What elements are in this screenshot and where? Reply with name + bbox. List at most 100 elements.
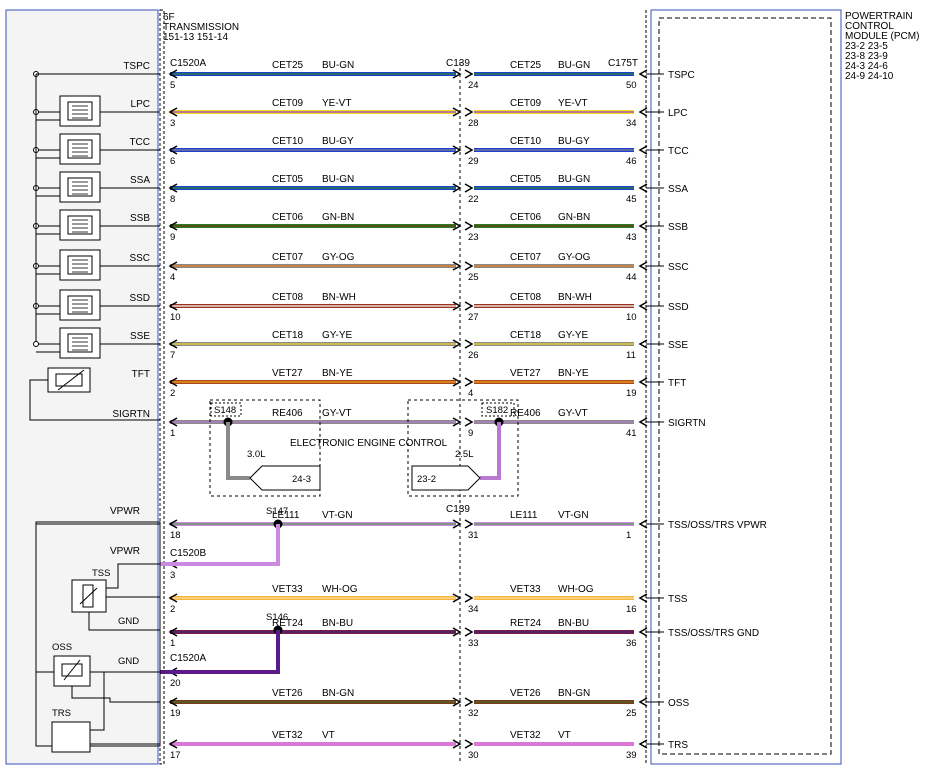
wire-color-right: BU-GY: [558, 136, 590, 147]
wire-color-left: VT: [322, 730, 335, 741]
pcm-pin-number: 36: [626, 638, 637, 649]
s148-engine-label: 3.0L: [247, 449, 266, 460]
s182-label-box: [481, 402, 515, 417]
mid-pin-number: 25: [468, 272, 479, 283]
pcm-pin-label: TFT: [668, 378, 686, 389]
wire-color-left: BU-GN: [322, 174, 354, 185]
oss-label: OSS: [52, 642, 72, 653]
pcm-pin-label: SSE: [668, 340, 688, 351]
transmission-pin-label: TSPC: [123, 61, 150, 72]
left-pin-number: 2: [170, 604, 175, 615]
solenoid-coil: [67, 177, 93, 197]
oss-arrow: [63, 659, 81, 681]
pcm-connector-arrow: [638, 301, 648, 311]
c139-arrow: [464, 627, 474, 637]
c139-arrow: [464, 183, 474, 193]
left-pin-number: 19: [170, 708, 181, 719]
pcm-connector-arrow: [638, 339, 648, 349]
pcm-title-line: CONTROL: [845, 21, 894, 32]
pcm-connector-arrow: [638, 261, 648, 271]
left-pin-number: 1: [170, 428, 175, 439]
circuit-id-right: CET07: [510, 252, 542, 263]
mid-pin-number: 22: [468, 194, 479, 205]
pcm-pin-number: 39: [626, 750, 637, 761]
pcm-connector-arrow: [638, 519, 648, 529]
left-pin-number: 7: [170, 350, 175, 361]
mid-pin-number: 4: [468, 388, 473, 399]
c139-arrow: [452, 739, 462, 749]
c139-arrow: [452, 377, 462, 387]
circuit-id-left: CET08: [272, 292, 304, 303]
mid-pin-number: 27: [468, 312, 479, 323]
left-pin-number: 3: [170, 570, 175, 581]
pcm-connector-arrow: [638, 593, 648, 603]
mid-pin-number: 26: [468, 350, 479, 361]
transmission-title-line: TRANSMISSION: [163, 22, 239, 33]
pcm-pin-number: 45: [626, 194, 637, 205]
c139-arrow: [452, 339, 462, 349]
circuit-id-right: LE111: [510, 510, 538, 521]
s148-ref-tag: [249, 465, 321, 491]
circuit-id-right: VET26: [510, 688, 541, 699]
tft-thermistor-arrow: [57, 369, 85, 391]
wire-color-right: BN-WH: [558, 292, 592, 303]
pcm-pin-number: 44: [626, 272, 637, 283]
pcm-pin-number: 19: [626, 388, 637, 399]
pcm-module-box: [650, 9, 842, 765]
left-pin-number: 5: [170, 80, 175, 91]
solenoid-coil: [67, 101, 93, 121]
circuit-id-left: VET26: [272, 688, 303, 699]
left-connector-arrow: [168, 339, 178, 349]
circuit-id-left: VET33: [272, 584, 303, 595]
pcm-pin-label: TSS/OSS/TRS VPWR: [668, 520, 767, 531]
c139-arrow: [452, 593, 462, 603]
circuit-id-left: RET24: [272, 618, 304, 629]
wire-color-right: GN-BN: [558, 212, 590, 223]
transmission-module-title: 6F TRANSMISSION 151-13 151-14: [163, 12, 242, 43]
circuit-id-left: LE111: [272, 510, 300, 521]
pcm-inner-dashed: [658, 17, 832, 755]
transmission-pin-label: SSE: [130, 331, 150, 342]
gnd-label-1: GND: [118, 616, 139, 627]
mid-pin-number: 23: [468, 232, 479, 243]
c139-arrow: [464, 697, 474, 707]
c139-arrow: [452, 417, 462, 427]
solenoid-coil: [67, 295, 93, 315]
circuit-id-left: VET27: [272, 368, 303, 379]
pcm-pin-label: OSS: [668, 698, 689, 709]
mid-pin-number: 32: [468, 708, 479, 719]
c139-arrow: [464, 221, 474, 231]
trs-sensor-box: [51, 721, 91, 753]
left-pin-number: 6: [170, 156, 175, 167]
s148-ref-label: 24-3: [292, 474, 311, 485]
circuit-id-right: CET06: [510, 212, 542, 223]
c139-arrow: [464, 593, 474, 603]
pcm-connector-arrow: [638, 69, 648, 79]
left-connector-arrow: [168, 697, 178, 707]
pcm-pin-number: 10: [626, 312, 637, 323]
left-connector-arrow: [168, 145, 178, 155]
left-pin-number: 10: [170, 312, 181, 323]
solenoid-box: [59, 95, 101, 127]
s148-dashed-box: [209, 399, 321, 497]
wire-color-left: WH-OG: [322, 584, 358, 595]
pcm-pin-label: SSB: [668, 222, 688, 233]
wire-color-right: VT: [558, 730, 571, 741]
circuit-id-left: CET25: [272, 60, 304, 71]
pcm-connector-arrow: [638, 107, 648, 117]
c139-arrow: [464, 301, 474, 311]
wire-color-right: GY-OG: [558, 252, 591, 263]
s147-branch-wire: [160, 524, 280, 566]
transmission-pin-label: LPC: [131, 99, 150, 110]
c1520b-label: C1520B: [170, 548, 206, 559]
wire-color-right: YE-VT: [558, 98, 587, 109]
c139-arrow: [452, 519, 462, 529]
mid-pin-number: 24: [468, 80, 479, 91]
s146-branch-wire: [160, 630, 280, 674]
wire-color-right: BU-GN: [558, 174, 590, 185]
pcm-pin-label: SSA: [668, 184, 688, 195]
pcm-pin-number: 50: [626, 80, 637, 91]
solenoid-coil: [67, 333, 93, 353]
wire-color-left: BN-BU: [322, 618, 353, 629]
circuit-id-right: CET05: [510, 174, 542, 185]
